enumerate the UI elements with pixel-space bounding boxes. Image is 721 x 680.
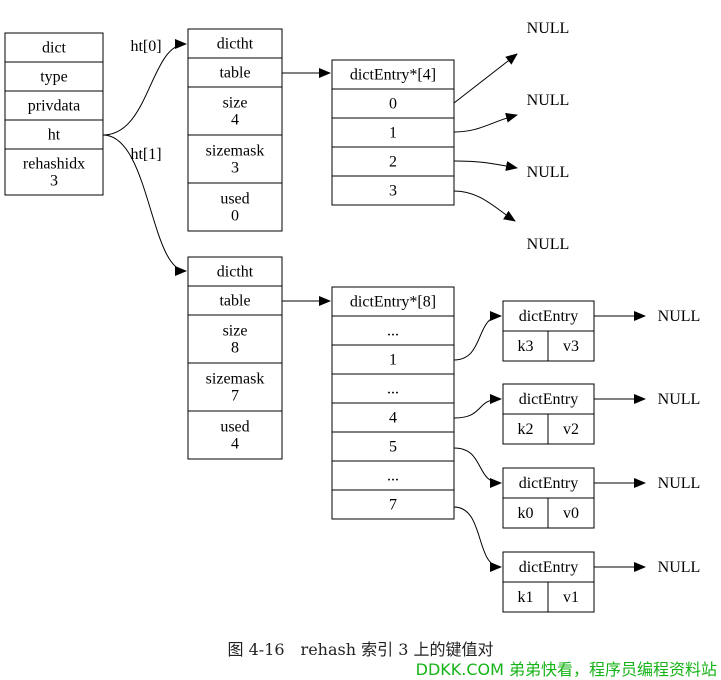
dict-field-label-0: dict (42, 40, 67, 57)
ht0-field-label-0: dictht (217, 36, 254, 53)
table0-slot0-null-arrow (453, 53, 518, 104)
dict-field-label-2: privdata (28, 98, 80, 115)
table0-cell-label-3: 2 (389, 154, 397, 171)
dict-entry-header: dictEntry (519, 475, 579, 492)
ht1-field-cell-4 (187, 410, 283, 460)
dict-entry-value-cell (547, 581, 595, 613)
table1-cell-label-6: ... (387, 468, 399, 485)
table0-null-label: NULL (527, 20, 570, 37)
table0-cell-label-4: 3 (389, 183, 397, 200)
ht1-field-cell-0 (187, 256, 283, 287)
table0-slot2-null-arrow (453, 160, 518, 171)
ht1-pointer-label: ht[1] (130, 146, 161, 163)
null-label: NULL (658, 308, 701, 325)
table0-cell-cell-3 (331, 146, 455, 177)
dict-entry-value: v0 (563, 505, 579, 522)
table0-cell-cell-0 (331, 59, 455, 90)
ht0-pointer-arrow (102, 39, 187, 136)
ht0-field-cell-0 (187, 28, 283, 59)
dict-entry-key: k2 (518, 421, 534, 438)
table1-cell-label-1: ... (387, 323, 399, 340)
table1-cell-cell-6 (331, 460, 455, 491)
table1-cell-label-0: dictEntry*[8] (350, 294, 436, 311)
dict-entry-key-cell (502, 497, 549, 529)
table1-cell-label-3: ... (387, 381, 399, 398)
null-label: NULL (658, 559, 701, 576)
ht1-field-label-0: dictht (217, 264, 254, 281)
null-label: NULL (658, 391, 701, 408)
dict-entry-header: dictEntry (519, 308, 579, 325)
dict-entry-header: dictEntry (519, 391, 579, 408)
dict-entry-header: dictEntry (519, 559, 579, 576)
dict-entry-key: k1 (518, 589, 534, 606)
table0-slot3-null-arrow (453, 190, 516, 222)
table1-cell-cell-3 (331, 373, 455, 404)
dict-entry-value-cell (547, 330, 595, 362)
table1-slot4-entry-arrow (453, 394, 502, 419)
table0-cell-label-1: 0 (389, 96, 397, 113)
table1-slot5-entry-arrow (453, 447, 502, 488)
table1-cell-cell-2 (331, 344, 455, 375)
table1-cell-label-5: 5 (389, 439, 397, 456)
table1-cell-label-2: 1 (389, 352, 397, 369)
table0-slot1-null-arrow (453, 112, 518, 133)
table1-cell-cell-5 (331, 431, 455, 462)
dict-field-label-1: type (40, 69, 68, 86)
table0-null-label: NULL (527, 92, 570, 109)
null-label: NULL (658, 475, 701, 492)
dict-entry-value: v2 (563, 421, 579, 438)
ht1-field-cell-1 (187, 285, 283, 316)
dict-entry-value: v1 (563, 589, 579, 606)
ht0-field-cell-4 (187, 182, 283, 232)
watermark: DDKK.COM 弟弟快看，程序员编程资料站 (415, 660, 717, 679)
table1-slot7-entry-arrow (453, 506, 502, 572)
ht1-pointer-arrow (102, 134, 187, 276)
table1-cell-cell-7 (331, 489, 455, 520)
table1-cell-label-7: 7 (389, 497, 397, 514)
figure-caption: 图 4-16 rehash 索引 3 上的键值对 (227, 640, 494, 659)
dict-field-cell-4 (4, 148, 104, 196)
table1-cell-label-4: 4 (389, 410, 397, 427)
dict-entry-header-cell (502, 300, 595, 332)
table0-cell-cell-1 (331, 88, 455, 119)
dict-entry-key: k0 (518, 505, 534, 522)
dict-entry-value-cell (547, 413, 595, 445)
ht0-pointer-label: ht[0] (130, 38, 161, 55)
table0-cell-label-2: 1 (389, 125, 397, 142)
table1-cell-cell-0 (331, 286, 455, 317)
table0-cell-cell-4 (331, 175, 455, 206)
table0-null-label: NULL (527, 236, 570, 253)
ht1-field-cell-3 (187, 362, 283, 412)
table0-cell-cell-2 (331, 117, 455, 148)
dict-field-cell-1 (4, 61, 104, 92)
dict-field-cell-0 (4, 32, 104, 63)
ht0-field-cell-2 (187, 86, 283, 136)
table1-slot1-entry-arrow (453, 311, 502, 361)
dict-entry-key: k3 (518, 338, 534, 355)
dict-entry-value: v3 (563, 338, 579, 355)
ht1-field-label-1: table (219, 293, 250, 310)
table0-cell-label-0: dictEntry*[4] (350, 67, 436, 84)
table0-null-label: NULL (527, 164, 570, 181)
table1-cell-cell-1 (331, 315, 455, 346)
dict-field-label-3: ht (48, 127, 61, 144)
dict-entry-value-cell (547, 497, 595, 529)
ht0-field-label-1: table (219, 65, 250, 82)
